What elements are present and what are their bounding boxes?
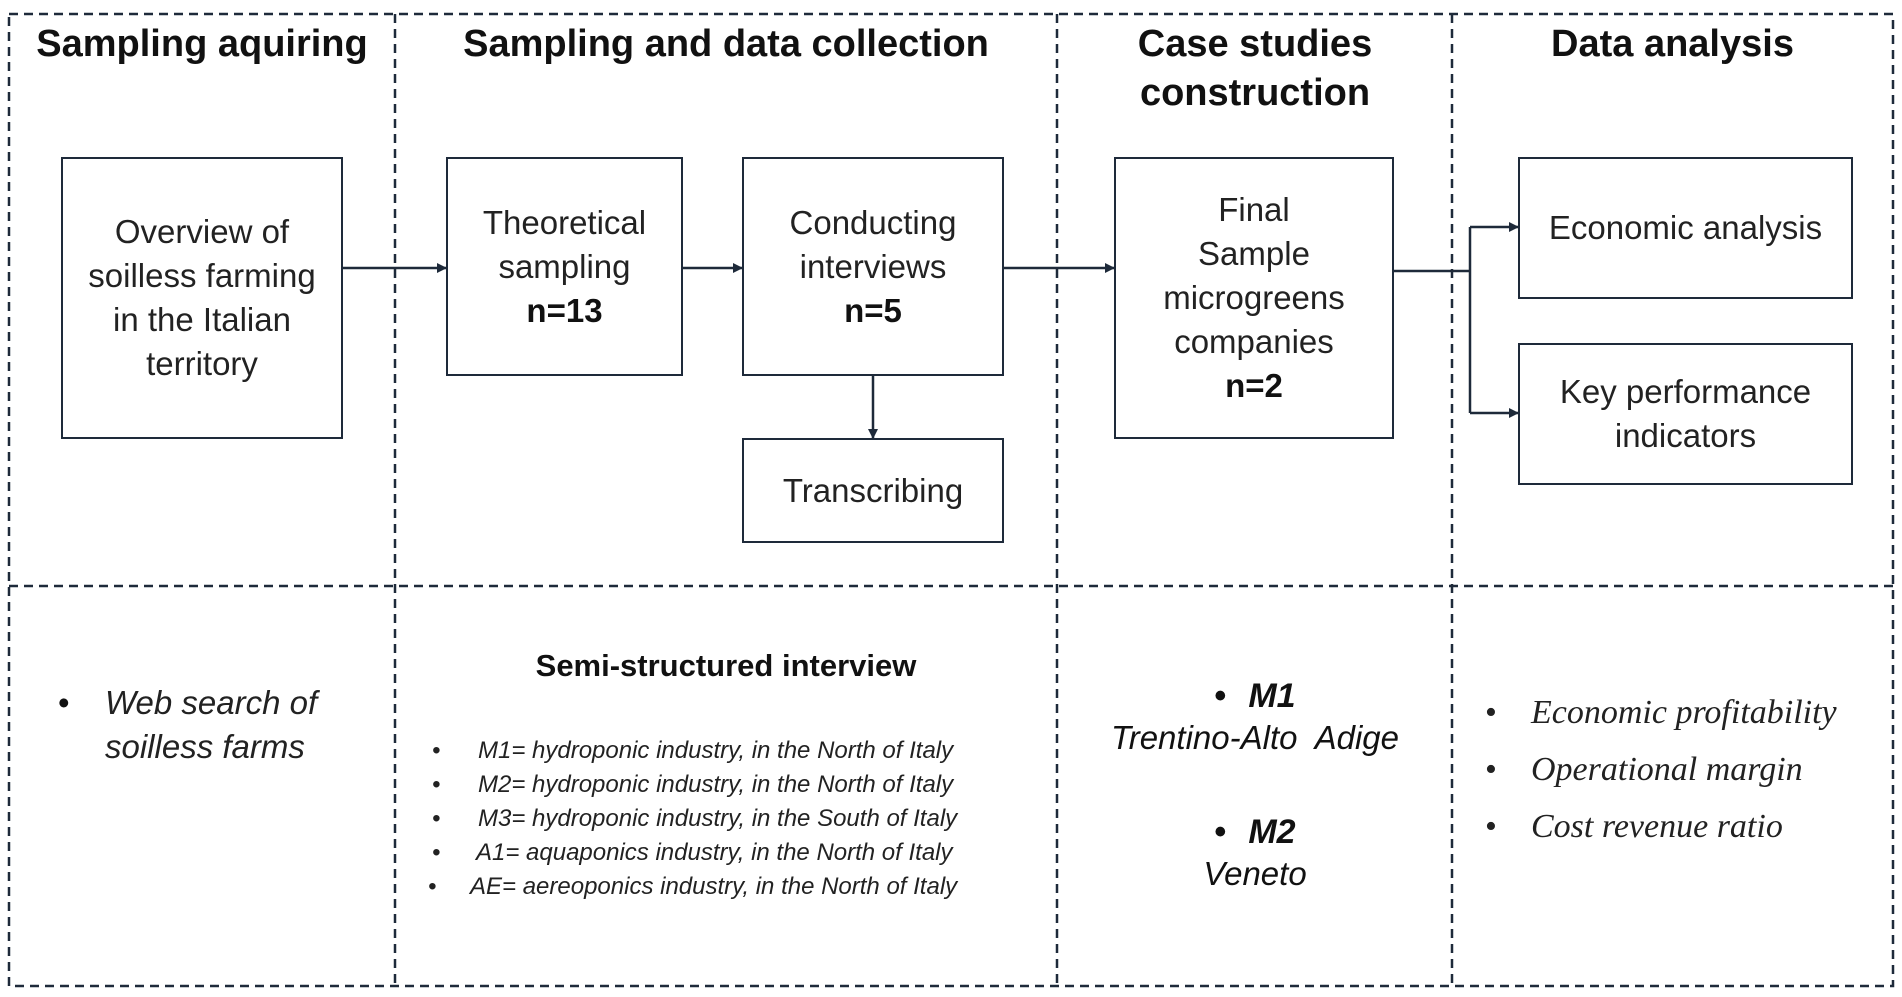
case-m1-code: M1 bbox=[1248, 677, 1296, 715]
heading-sampling-data-collection: Sampling and data collection bbox=[463, 23, 989, 65]
indicator-item: •Cost revenue ratio bbox=[1485, 808, 1783, 845]
interview-item-text: M3= hydroponic industry, in the South of… bbox=[478, 805, 958, 832]
interview-item-text: A1= aquaponics industry, in the North of… bbox=[476, 839, 953, 866]
case-m1-region: Trentino-Alto Adige bbox=[1111, 719, 1399, 756]
bottom-col1-bullet: • bbox=[58, 684, 70, 721]
interview-item: •M2= hydroponic industry, in the North o… bbox=[432, 771, 954, 798]
dashed-grid bbox=[7, 12, 1895, 988]
box-final-sample: Final Sample microgreens companies n=2 bbox=[1114, 157, 1394, 439]
heading-data-analysis: Data analysis bbox=[1551, 23, 1794, 65]
heading-sampling-aquiring: Sampling aquiring bbox=[36, 23, 368, 65]
indicator-item: •Operational margin bbox=[1485, 751, 1803, 788]
box-theoretical-label: Theoretical sampling bbox=[482, 203, 647, 285]
box-conducting-interviews: Conducting interviews n=5 bbox=[742, 157, 1004, 376]
indicator-item-text: Economic profitability bbox=[1531, 694, 1837, 731]
box-theoretical-sampling: Theoretical sampling n=13 bbox=[446, 157, 683, 376]
box-economic-label: Economic analysis bbox=[1548, 209, 1823, 246]
interview-item: •M1= hydroponic industry, in the North o… bbox=[432, 737, 954, 764]
box-overview-label: Overview of soilless farming in the Ital… bbox=[88, 213, 316, 382]
box-key-performance-indicators: Key performance indicators bbox=[1518, 343, 1853, 485]
case-m2: •M2 Veneto bbox=[1060, 811, 1450, 895]
heading-case-studies: Case studies construction bbox=[1137, 23, 1373, 114]
box-final-count: n=2 bbox=[1225, 367, 1283, 404]
box-economic-analysis: Economic analysis bbox=[1518, 157, 1853, 299]
indicator-item-text: Operational margin bbox=[1531, 751, 1803, 788]
interview-item-text: AE= aereoponics industry, in the North o… bbox=[470, 873, 958, 900]
case-m2-code: M2 bbox=[1248, 813, 1296, 851]
box-transcribing: Transcribing bbox=[742, 438, 1004, 543]
indicator-item: •Economic profitability bbox=[1485, 694, 1837, 731]
interview-item-text: M1= hydroponic industry, in the North of… bbox=[478, 737, 954, 764]
box-conducting-count: n=5 bbox=[844, 291, 902, 329]
box-transcribing-label: Transcribing bbox=[782, 471, 964, 509]
bottom-col1-web-search: Web search of soilless farms bbox=[105, 684, 318, 765]
box-final-label: Final Sample microgreens companies bbox=[1163, 191, 1345, 360]
case-m2-region: Veneto bbox=[1203, 855, 1307, 892]
semi-structured-interview-title: Semi-structured interview bbox=[535, 648, 917, 683]
case-m1: •M1 Trentino-Alto Adige bbox=[1060, 675, 1450, 759]
box-conducting-label: Conducting interviews bbox=[789, 203, 957, 285]
outer-frame bbox=[7, 12, 1895, 988]
indicator-item-text: Cost revenue ratio bbox=[1531, 808, 1783, 845]
box-theoretical-count: n=13 bbox=[526, 291, 603, 329]
interview-list: •M1= hydroponic industry, in the North o… bbox=[428, 734, 1052, 904]
interview-item: •AE= aereoponics industry, in the North … bbox=[428, 873, 958, 900]
analysis-indicators-list: •Economic profitability •Operational mar… bbox=[1485, 684, 1890, 855]
interview-item: •A1= aquaponics industry, in the North o… bbox=[432, 839, 953, 866]
box-kpi-label: Key performance indicators bbox=[1559, 373, 1812, 454]
interview-item: •M3= hydroponic industry, in the South o… bbox=[432, 805, 958, 832]
interview-item-text: M2= hydroponic industry, in the North of… bbox=[478, 771, 954, 798]
box-overview-soilless-farming: Overview of soilless farming in the Ital… bbox=[61, 157, 343, 439]
